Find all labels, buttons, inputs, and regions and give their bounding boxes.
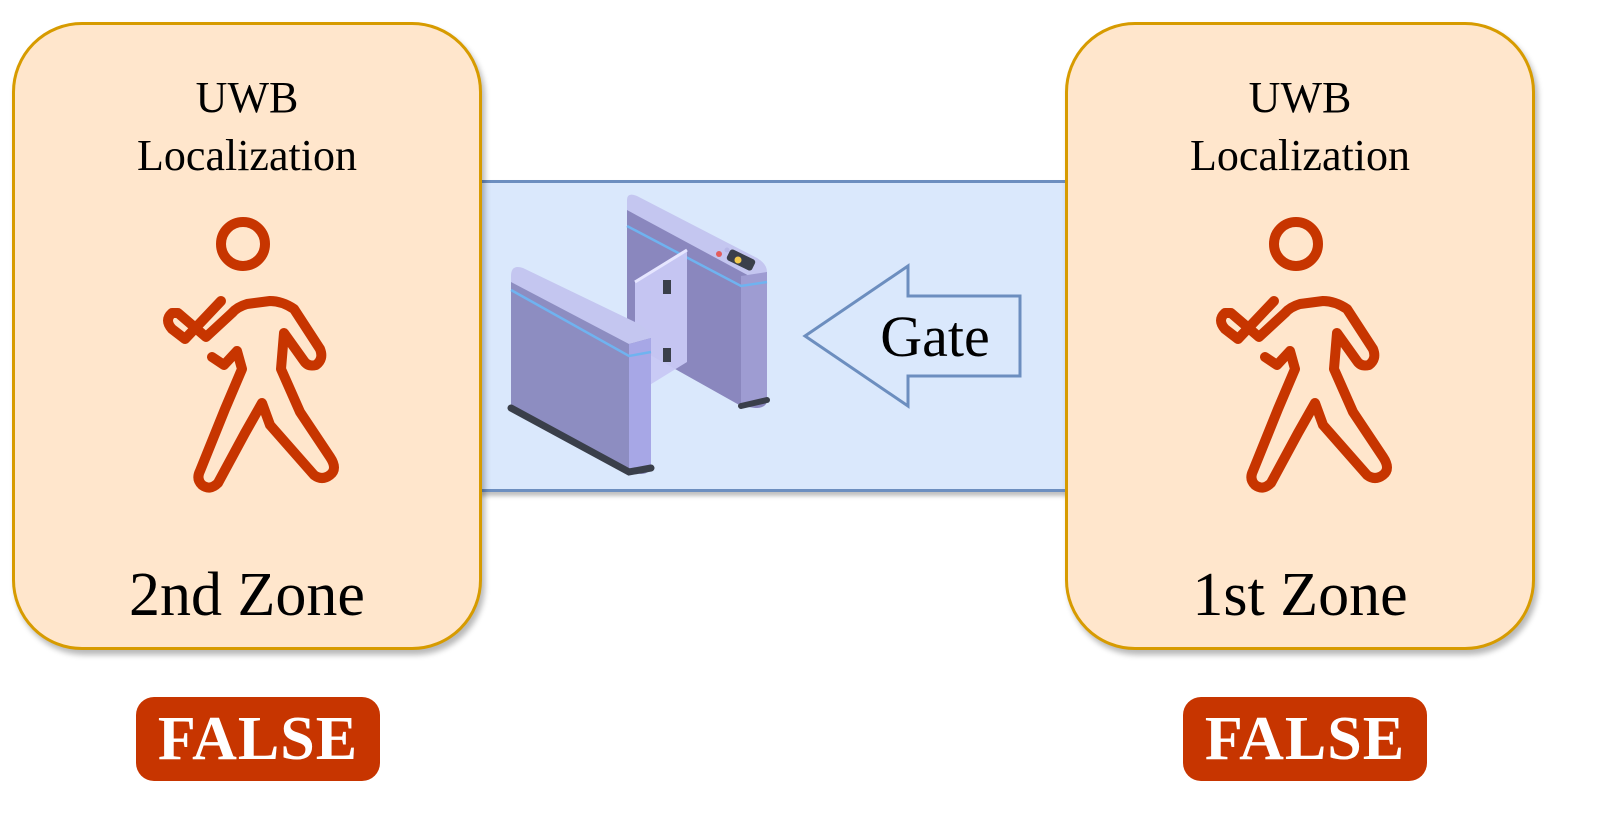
zone-2nd: UWB Localization 2nd Zone (12, 22, 482, 650)
zone-title-line1: UWB (1248, 73, 1352, 122)
walking-person-icon (163, 217, 339, 493)
zone-title-line2: Localization (137, 131, 357, 180)
walking-person-icon (1216, 217, 1392, 493)
gate-arrow-icon (802, 263, 1022, 409)
zone-title-line2: Localization (1190, 131, 1410, 180)
zone-1st: UWB Localization 1st Zone (1065, 22, 1535, 650)
gate-label: Gate (880, 304, 990, 369)
zone-title-line1: UWB (195, 73, 299, 122)
zone-2nd-status-badge: FALSE (136, 697, 380, 781)
turnstile-gate-icon (507, 194, 770, 476)
zone-name: 1st Zone (1192, 561, 1408, 629)
zone-1st-status-badge: FALSE (1183, 697, 1427, 781)
zone-name: 2nd Zone (129, 561, 365, 629)
